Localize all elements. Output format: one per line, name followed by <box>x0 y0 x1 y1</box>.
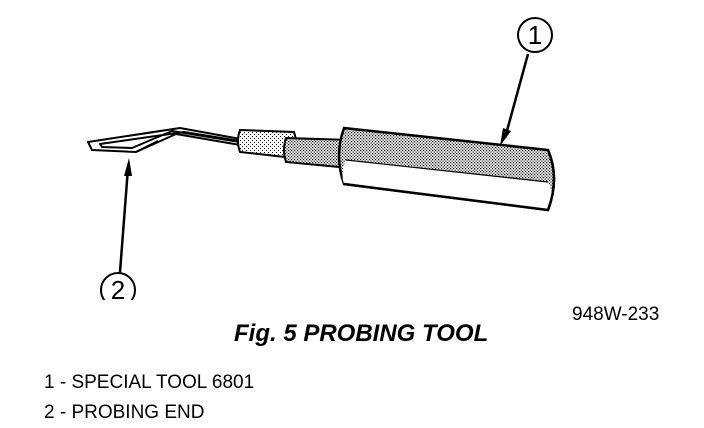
callout-2-number: 2 <box>111 275 125 300</box>
callout-2: 2 <box>100 158 136 300</box>
probing-tool-illustration: 1 2 <box>87 17 556 300</box>
figure-code: 948W-233 <box>572 304 660 325</box>
callout-1: 1 <box>500 17 553 146</box>
tool-handle <box>337 126 556 212</box>
figure-caption: Fig. 5 PROBING TOOL <box>234 320 489 347</box>
legend: 1 - SPECIAL TOOL 6801 2 - PROBING END <box>44 368 254 428</box>
legend-item: 2 - PROBING END <box>44 402 205 423</box>
legend-item: 1 - SPECIAL TOOL 6801 <box>44 372 255 393</box>
probing-end-wire <box>87 127 247 153</box>
callout-1-number: 1 <box>528 20 542 50</box>
